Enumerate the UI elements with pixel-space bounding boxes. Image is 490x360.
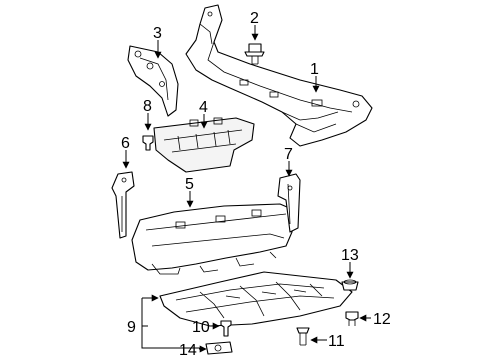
lower-deflector-part [131,203,295,275]
upper-deflector-part [153,117,255,173]
callout-2: 2 [250,10,259,27]
flange-bolt-part [345,311,359,326]
callout-11: 11 [328,333,345,350]
callout-labels: 1 2 3 4 5 6 7 8 9 10 11 12 13 14 [121,10,391,359]
callout-9: 9 [127,319,136,336]
callout-3: 3 [153,25,162,42]
nut-clip-part [341,279,359,291]
callout-8: 8 [143,98,152,115]
screw-part [296,327,310,346]
skid-plate-part [159,271,353,327]
side-bracket-part [127,45,179,117]
callout-7: 7 [284,146,293,163]
push-clip-part [220,320,232,337]
left-vertical-bracket-part [111,171,135,239]
callout-14: 14 [179,342,197,359]
callout-4: 4 [199,99,208,116]
right-vertical-bracket-part [277,173,301,233]
callout-1: 1 [310,61,319,78]
callout-5: 5 [185,176,194,193]
callout-12: 12 [373,311,391,328]
callout-10: 10 [192,319,210,336]
bracket-clip-part [205,341,233,355]
clip-part [142,135,154,151]
leader-lines [122,25,371,353]
callout-6: 6 [121,135,130,152]
bolt-part [244,43,265,65]
callout-13: 13 [341,247,359,264]
radiator-support-part [185,4,373,147]
